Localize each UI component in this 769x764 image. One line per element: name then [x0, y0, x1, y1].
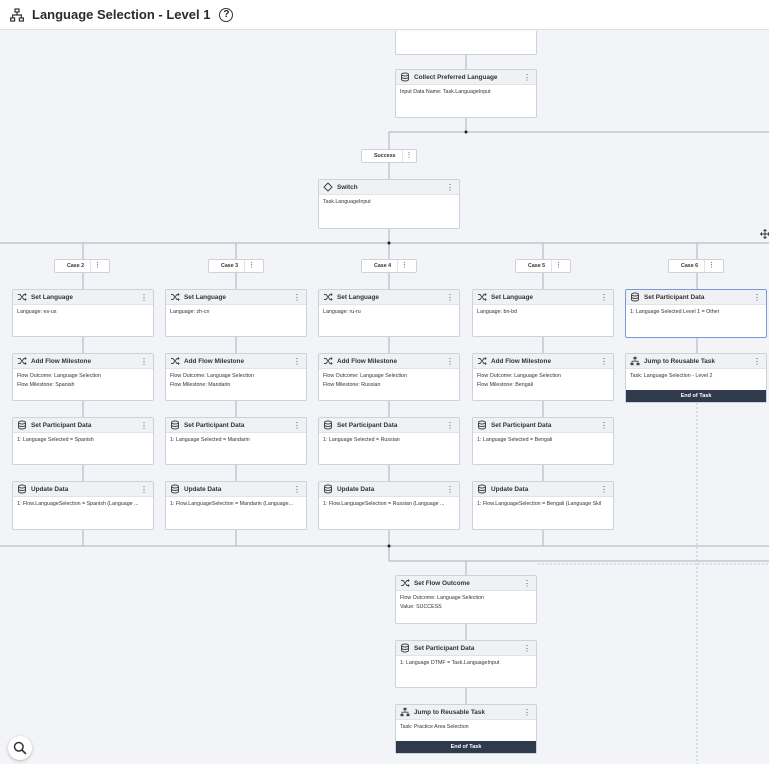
add-flow-milestone-node[interactable]: Add Flow Milestone⋮ Flow Outcome: Langua… — [318, 353, 460, 401]
database-icon — [478, 420, 486, 430]
kebab-menu-icon[interactable]: ⋮ — [600, 357, 608, 366]
update-data-node[interactable]: Update Data⋮ 1: Flow.LanguageSelection =… — [12, 481, 154, 530]
database-icon — [478, 484, 486, 494]
page-title: Language Selection - Level 1 — [32, 7, 211, 22]
add-flow-milestone-node[interactable]: Add Flow Milestone⋮ Flow Outcome: Langua… — [472, 353, 614, 401]
set-language-node[interactable]: Set Language⋮ Language: es-us — [12, 289, 154, 337]
kebab-menu-icon[interactable]: ⋮ — [753, 293, 761, 302]
kebab-menu-icon[interactable]: ⋮ — [140, 357, 148, 366]
set-participant-data-node[interactable]: Set Participant Data⋮ 1: Language Select… — [12, 417, 154, 465]
kebab-menu-icon[interactable]: ⋮ — [600, 293, 608, 302]
kebab-menu-icon[interactable]: ⋮ — [293, 357, 301, 366]
update-data-node[interactable]: Update Data⋮ 1: Flow.LanguageSelection =… — [472, 481, 614, 530]
shuffle-icon — [401, 579, 410, 587]
set-participant-data-node[interactable]: Set Participant Data⋮ 1: Language Select… — [318, 417, 460, 465]
node-title: Collect Preferred Language — [414, 73, 498, 81]
hierarchy-icon — [630, 356, 640, 366]
kebab-menu-icon[interactable]: ⋮ — [446, 421, 454, 430]
shuffle-icon — [171, 357, 180, 365]
kebab-menu-icon[interactable]: ⋮ — [523, 73, 531, 82]
database-icon — [18, 484, 26, 494]
kebab-menu-icon[interactable]: ⋮ — [140, 421, 148, 430]
kebab-menu-icon[interactable]: ⋮ — [446, 183, 454, 192]
set-language-node[interactable]: Set Language⋮ Language: zh-cn — [165, 289, 307, 337]
database-icon — [631, 292, 639, 302]
kebab-menu-icon[interactable]: ⋮ — [551, 260, 565, 272]
database-icon — [171, 484, 179, 494]
shuffle-icon — [478, 357, 487, 365]
case-6-pill[interactable]: Case 6⋮ — [668, 259, 724, 273]
kebab-menu-icon[interactable]: ⋮ — [523, 579, 531, 588]
kebab-menu-icon[interactable]: ⋮ — [293, 485, 301, 494]
set-flow-outcome-node[interactable]: Set Flow Outcome⋮ Flow Outcome: Language… — [395, 575, 537, 624]
kebab-menu-icon[interactable]: ⋮ — [600, 421, 608, 430]
database-icon — [171, 420, 179, 430]
set-language-node[interactable]: Set Language⋮ Language: bn-bd — [472, 289, 614, 337]
kebab-menu-icon[interactable]: ⋮ — [140, 293, 148, 302]
add-flow-milestone-node[interactable]: Add Flow Milestone⋮ Flow Outcome: Langua… — [165, 353, 307, 401]
kebab-menu-icon[interactable]: ⋮ — [401, 150, 416, 162]
move-cursor-icon[interactable] — [760, 229, 769, 239]
kebab-menu-icon[interactable]: ⋮ — [446, 357, 454, 366]
shuffle-icon — [324, 293, 333, 301]
database-icon — [324, 420, 332, 430]
flow-tree-icon — [10, 7, 24, 22]
database-icon — [401, 72, 409, 82]
final-jump-to-reusable-task-node[interactable]: Jump to Reusable Task⋮ Task: Practice Ar… — [395, 704, 537, 754]
add-flow-milestone-node[interactable]: Add Flow Milestone⋮ Flow Outcome: Langua… — [12, 353, 154, 401]
update-data-node[interactable]: Update Data⋮ 1: Flow.LanguageSelection =… — [318, 481, 460, 530]
case6-set-participant-data-node[interactable]: Set Participant Data⋮ 1: Language Select… — [625, 289, 767, 338]
collect-preferred-language-node[interactable]: Collect Preferred Language ⋮ Input Data … — [395, 69, 537, 118]
hierarchy-icon — [400, 707, 410, 717]
shuffle-icon — [18, 293, 27, 301]
shuffle-icon — [324, 357, 333, 365]
final-set-participant-data-node[interactable]: Set Participant Data⋮ 1: Language DTMF =… — [395, 640, 537, 688]
kebab-menu-icon[interactable]: ⋮ — [446, 485, 454, 494]
update-data-node[interactable]: Update Data⋮ 1: Flow.LanguageSelection =… — [165, 481, 307, 530]
kebab-menu-icon[interactable]: ⋮ — [704, 260, 718, 272]
kebab-menu-icon[interactable]: ⋮ — [523, 708, 531, 717]
shuffle-icon — [171, 293, 180, 301]
kebab-menu-icon[interactable]: ⋮ — [90, 260, 104, 272]
kebab-menu-icon[interactable]: ⋮ — [293, 293, 301, 302]
case6-jump-to-reusable-task-node[interactable]: Jump to Reusable Task⋮ Task: Language Se… — [625, 353, 767, 403]
top-bar: Language Selection - Level 1 ? — [0, 0, 769, 30]
kebab-menu-icon[interactable]: ⋮ — [523, 644, 531, 653]
kebab-menu-icon[interactable]: ⋮ — [244, 260, 258, 272]
set-participant-data-node[interactable]: Set Participant Data⋮ 1: Language Select… — [472, 417, 614, 465]
search-icon — [13, 741, 27, 755]
case-5-pill[interactable]: Case 5⋮ — [515, 259, 571, 273]
previous-node[interactable] — [395, 31, 537, 55]
flow-canvas[interactable]: Collect Preferred Language ⋮ Input Data … — [0, 31, 769, 764]
case-4-pill[interactable]: Case 4⋮ — [361, 259, 417, 273]
database-icon — [324, 484, 332, 494]
kebab-menu-icon[interactable]: ⋮ — [140, 485, 148, 494]
end-of-task-bar: End of Task — [626, 390, 766, 402]
kebab-menu-icon[interactable]: ⋮ — [293, 421, 301, 430]
end-of-task-bar: End of Task — [396, 741, 536, 753]
kebab-menu-icon[interactable]: ⋮ — [753, 357, 761, 366]
help-circle-icon[interactable]: ? — [219, 7, 234, 22]
kebab-menu-icon[interactable]: ⋮ — [600, 485, 608, 494]
database-icon — [18, 420, 26, 430]
success-outcome[interactable]: Success ⋮ — [361, 149, 417, 163]
kebab-menu-icon[interactable]: ⋮ — [397, 260, 411, 272]
case-3-pill[interactable]: Case 3⋮ — [208, 259, 264, 273]
node-detail: Input Data Name: Task.LanguageInput — [400, 89, 491, 95]
shuffle-icon — [478, 293, 487, 301]
database-icon — [401, 643, 409, 653]
connector-wires — [0, 55, 769, 764]
shuffle-icon — [18, 357, 27, 365]
diamond-icon — [323, 182, 333, 192]
switch-node[interactable]: Switch ⋮ Task.LanguageInput — [318, 179, 460, 229]
case-2-pill[interactable]: Case 2⋮ — [54, 259, 110, 273]
set-language-node[interactable]: Set Language⋮ Language: ru-ru — [318, 289, 460, 337]
set-participant-data-node[interactable]: Set Participant Data⋮ 1: Language Select… — [165, 417, 307, 465]
search-button[interactable] — [8, 736, 32, 760]
kebab-menu-icon[interactable]: ⋮ — [446, 293, 454, 302]
